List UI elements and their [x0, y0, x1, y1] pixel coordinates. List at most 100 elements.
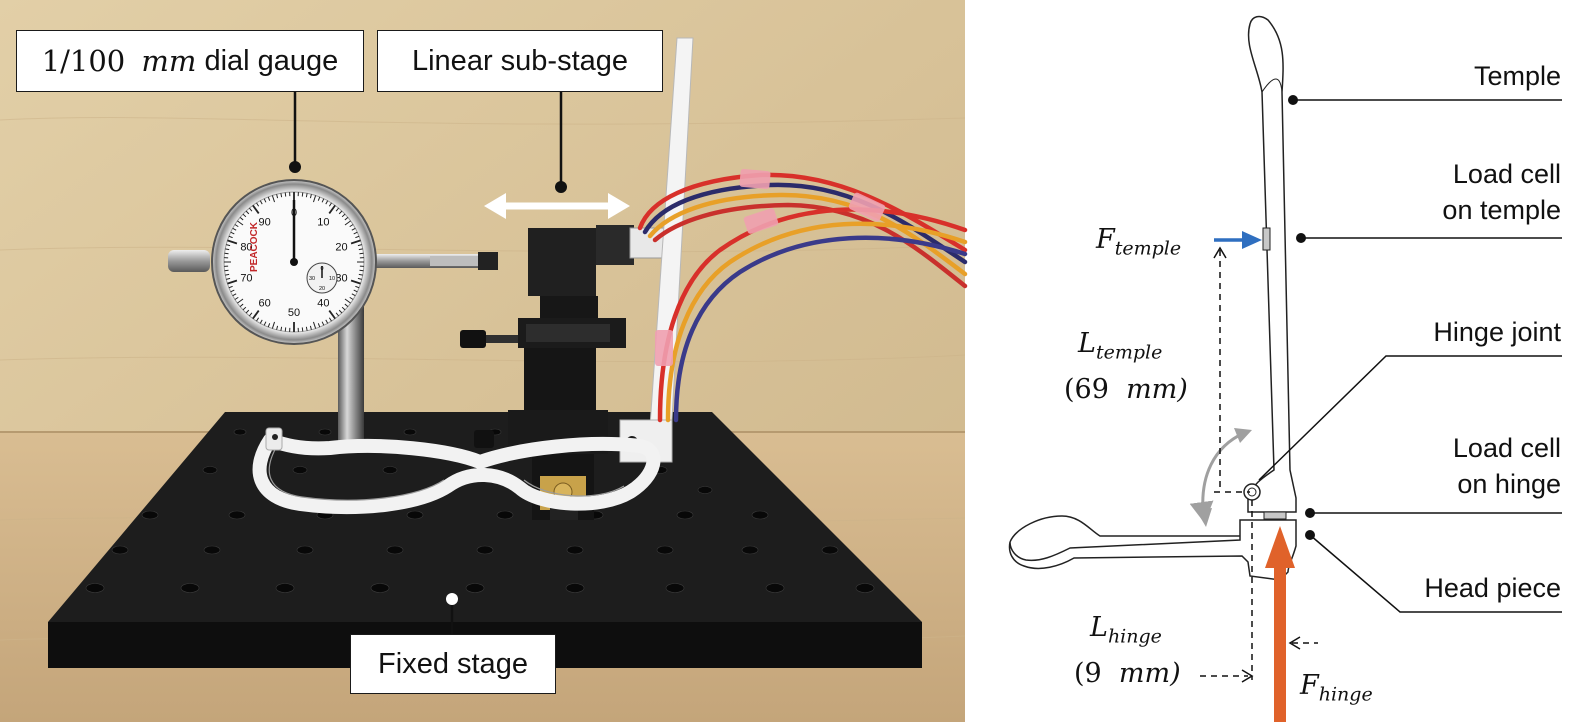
gauge-tick [271, 195, 276, 203]
rotation-arrow [1189, 431, 1245, 523]
f-temple-label: Ftemple [1096, 224, 1182, 260]
gauge-tick [228, 285, 233, 289]
small-dial-number: 30 [309, 276, 315, 282]
load-cell-hinge-line1: Load cell [1452, 433, 1561, 463]
gauge-tick [349, 224, 354, 228]
gauge-tick [245, 309, 250, 314]
gauge-tick [280, 326, 283, 331]
gauge-tick [256, 202, 260, 207]
load-cell-temple-line1: Load cell [1452, 159, 1561, 189]
gauge-tick [284, 192, 287, 197]
gauge-tick [252, 310, 260, 320]
gauge-tick [350, 239, 361, 245]
gauge-number: 80 [240, 242, 252, 254]
gauge-tick [335, 207, 340, 212]
fixed-stage-label: Fixed stage [350, 634, 556, 694]
temple-outline [1247, 15, 1297, 513]
temple-label: Temple [1473, 61, 1561, 91]
gauge-tick [317, 196, 321, 201]
gauge-tick [245, 210, 250, 215]
gauge-number: 60 [258, 297, 270, 309]
gauge-tick [228, 235, 233, 239]
gauge-tick [353, 289, 358, 293]
load-cell-temple-shape [1262, 227, 1271, 251]
gauge-tick [237, 220, 244, 226]
gauge-tick [232, 293, 237, 297]
gauge-tick [351, 227, 356, 231]
gauge-number: 20 [335, 242, 347, 254]
gauge-tick [239, 216, 244, 221]
gauge-tick [328, 202, 332, 207]
load-cell-temple-line2: on temple [1442, 195, 1561, 225]
gauge-tick [357, 244, 362, 247]
gauge-tick [259, 200, 263, 205]
dial-gauge-unit: mm [141, 43, 197, 78]
gauge-tick [234, 224, 239, 228]
gauge-tick [267, 196, 271, 201]
dial-gauge-label: 1/100 mm dial gauge [16, 30, 364, 92]
gauge-tick [284, 327, 287, 332]
gauge-tick [328, 310, 336, 320]
load-cell-hinge-line2: on hinge [1457, 469, 1561, 499]
gauge-tick [263, 198, 267, 203]
gauge-tick [301, 192, 304, 197]
gauge-tick [271, 321, 276, 329]
head-piece-label: Head piece [1424, 573, 1561, 603]
gauge-brand: PEACOCK [249, 221, 260, 272]
dial-gauge-text: dial gauge [204, 44, 339, 77]
head-piece-outline [1008, 519, 1297, 581]
load-cell-hinge-shape [1263, 511, 1287, 520]
gauge-tick [227, 239, 238, 245]
gauge-tick [355, 285, 360, 289]
l-hinge-label: Lhinge [1090, 612, 1162, 648]
gauge-tick [225, 273, 230, 276]
dial-gauge: 0102030405060708090 PEACOCK 0102030 [211, 179, 377, 345]
gauge-tick [325, 319, 329, 324]
gauge-number: 40 [317, 297, 329, 309]
gauge-tick [341, 306, 346, 311]
gauge-tick [305, 326, 308, 331]
gauge-tick [328, 204, 336, 214]
gauge-tick [256, 317, 260, 322]
gauge-tick [225, 248, 230, 251]
gauge-tick [317, 323, 321, 328]
gauge-tick [312, 195, 317, 203]
l-temple-label: Ltemple [1078, 328, 1163, 364]
gauge-tick [301, 327, 304, 332]
gauge-tick [321, 321, 325, 326]
gauge-tick [357, 277, 362, 280]
gauge-tick [248, 312, 253, 317]
dial-gauge-resolution: 1/100 [41, 43, 126, 78]
gauge-tick [338, 309, 343, 314]
gauge-tick [359, 269, 364, 272]
f-hinge-arrow [1265, 526, 1295, 722]
f-temple-arrow [1214, 231, 1262, 249]
hinge-joint-label: Hinge joint [1433, 317, 1561, 347]
load-cell-hinge-label: Load cell on hinge [1453, 430, 1561, 502]
small-dial-number: 10 [329, 276, 335, 282]
gauge-tick [276, 194, 279, 199]
gauge-tick [344, 298, 351, 304]
gauge-tick [351, 293, 356, 297]
gauge-number: 50 [288, 307, 300, 319]
gauge-tick [239, 303, 244, 308]
gauge-tick [359, 252, 364, 255]
gauge-tick [227, 279, 238, 285]
sub-stage-motion-arrow [484, 193, 630, 219]
gauge-tick [248, 207, 253, 212]
gauge-tick [353, 231, 358, 235]
load-cell-temple-label: Load cell on temple [1442, 156, 1561, 228]
gauge-tick [309, 325, 312, 330]
gauge-tick [276, 325, 279, 330]
gauge-tick [232, 227, 237, 231]
gauge-tick [344, 220, 351, 226]
gauge-number: 70 [240, 272, 252, 284]
gauge-tick [237, 298, 244, 304]
linear-sub-stage-hardware [460, 225, 634, 520]
gauge-tick [335, 312, 340, 317]
gauge-tick [309, 194, 312, 199]
gauge-tick [267, 323, 271, 328]
gauge-tick [358, 248, 363, 251]
gauge-tick [242, 213, 247, 218]
